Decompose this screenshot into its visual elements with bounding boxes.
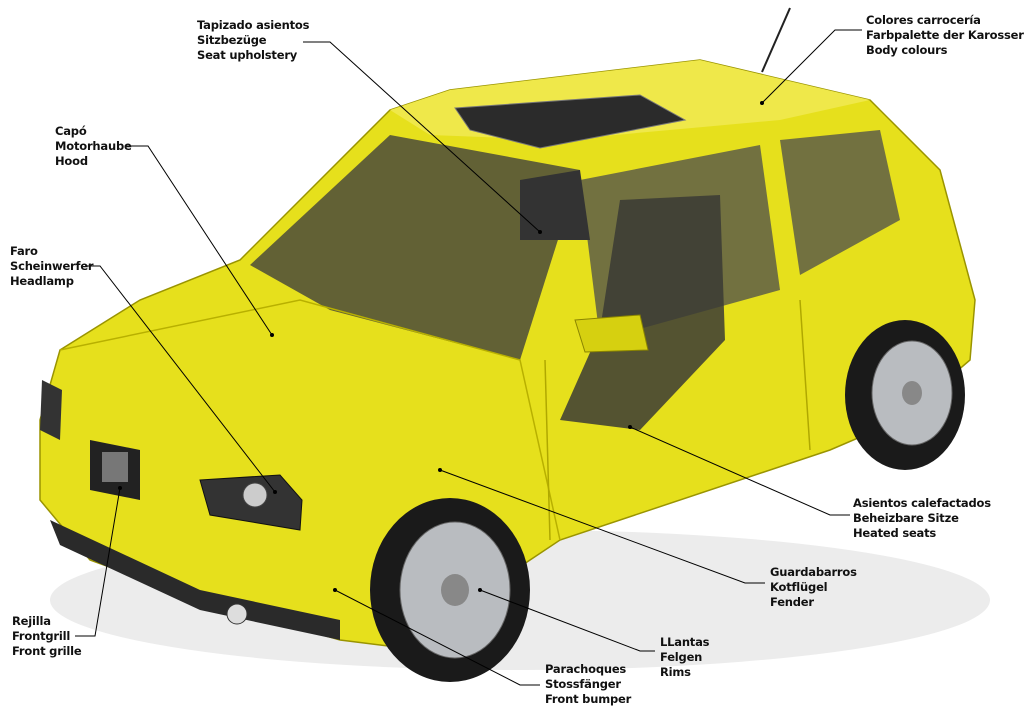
rear-wheel — [845, 320, 965, 470]
label-en: Seat upholstery — [197, 48, 298, 62]
seat-logo — [102, 452, 128, 482]
label-en: Rims — [660, 665, 691, 679]
leader-body-colours — [761, 29, 862, 104]
leader-fender — [439, 469, 765, 584]
fog-lamp — [226, 603, 248, 625]
leader-front-bumper — [334, 589, 540, 686]
label-es: Guardabarros — [770, 565, 857, 579]
label-de: Farbpalette der Karosserie — [866, 28, 1024, 42]
bumper-lower — [50, 520, 340, 640]
front-seat-left — [520, 170, 590, 240]
label-en: Body colours — [866, 43, 948, 57]
label-es: Colores carrocería — [866, 13, 981, 27]
label-de: Felgen — [660, 650, 703, 664]
label-es: Capó — [55, 124, 87, 138]
label-es: LLantas — [660, 635, 710, 649]
leader-front-grille — [75, 487, 121, 637]
left-headlamp — [40, 380, 62, 440]
headlamp-lens — [242, 482, 268, 508]
label-es: Tapizado asientos — [197, 18, 310, 32]
label-de: Kotflügel — [770, 580, 828, 594]
label-es: Faro — [10, 244, 38, 258]
leader-dots — [118, 101, 764, 592]
label-en: Fender — [770, 595, 814, 609]
sunroof — [454, 94, 687, 149]
front-seat-right — [560, 195, 725, 430]
label-de: Stossfänger — [545, 677, 621, 691]
label-heated-seats: Asientos calefactados Beheizbare Sitze H… — [853, 496, 991, 541]
label-en: Front bumper — [545, 692, 632, 706]
label-front-bumper: Parachoques Stossfänger Front bumper — [545, 662, 631, 707]
leader-headlamp — [85, 265, 276, 493]
label-de: Beheizbare Sitze — [853, 511, 959, 525]
antenna — [761, 7, 791, 73]
label-en: Front grille — [12, 644, 82, 658]
hood-edge — [59, 299, 561, 541]
leader-hood — [125, 145, 273, 336]
windshield — [250, 135, 580, 360]
label-es: Rejilla — [12, 614, 51, 628]
label-es: Parachoques — [545, 662, 627, 676]
label-de: Sitzbezüge — [197, 33, 267, 47]
label-body-colours: Colores carrocería Farbpalette der Karos… — [866, 13, 1024, 58]
label-es: Asientos calefactados — [853, 496, 991, 510]
label-fender: Guardabarros Kotflügel Fender — [770, 565, 857, 610]
label-front-grille: Rejilla Frontgrill Front grille — [12, 614, 82, 659]
side-mirror — [574, 314, 649, 353]
label-en: Hood — [55, 154, 88, 168]
leader-heated-seats — [629, 426, 850, 516]
rear-side-window — [780, 130, 900, 275]
leader-seat-upholstery — [303, 41, 541, 233]
label-de: Scheinwerfer — [10, 259, 94, 273]
label-de: Frontgrill — [12, 629, 71, 643]
leader-rims — [479, 589, 655, 652]
label-rims: LLantas Felgen Rims — [660, 635, 710, 680]
label-en: Headlamp — [10, 274, 74, 288]
label-seat-upholstery: Tapizado asientos Sitzbezüge Seat uphols… — [197, 18, 309, 63]
front-wheel — [370, 498, 530, 682]
label-de: Motorhaube — [55, 139, 132, 153]
label-en: Heated seats — [853, 526, 937, 540]
label-headlamp: Faro Scheinwerfer Headlamp — [10, 244, 94, 289]
label-hood: Capó Motorhaube Hood — [55, 124, 132, 169]
leader-lines — [75, 29, 862, 686]
